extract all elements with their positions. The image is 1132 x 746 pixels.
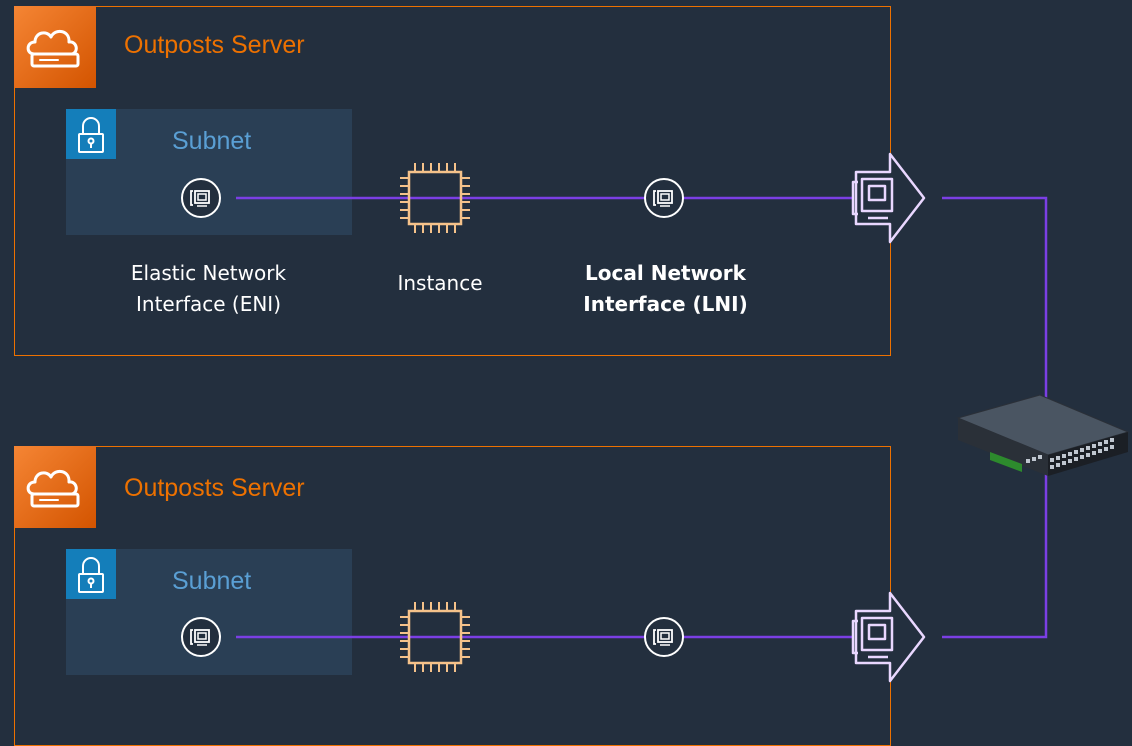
- subnet-title: Subnet: [172, 567, 252, 595]
- server-title: Outposts Server: [124, 31, 305, 59]
- connector-lines: [236, 196, 1048, 639]
- instance-label: Instance: [397, 271, 483, 295]
- lock-icon: [66, 109, 116, 159]
- network-switch-icon: [956, 394, 1130, 476]
- network-interface-icon: [181, 617, 221, 657]
- lni-label: Local Network Interface (LNI): [583, 261, 748, 316]
- network-interface-icon: [644, 617, 684, 657]
- network-interface-arrow-icon: [851, 591, 926, 683]
- eni-label: Elastic Network Interface (ENI): [130, 261, 287, 316]
- cloud-server-icon: [14, 446, 96, 528]
- network-interface-icon: [644, 178, 684, 218]
- network-interface-arrow-icon: [851, 152, 926, 244]
- cloud-server-icon: [14, 6, 96, 88]
- server-title: Outposts Server: [124, 474, 305, 502]
- network-interface-icon: [181, 178, 221, 218]
- lock-icon: [66, 549, 116, 599]
- subnet-title: Subnet: [172, 127, 252, 155]
